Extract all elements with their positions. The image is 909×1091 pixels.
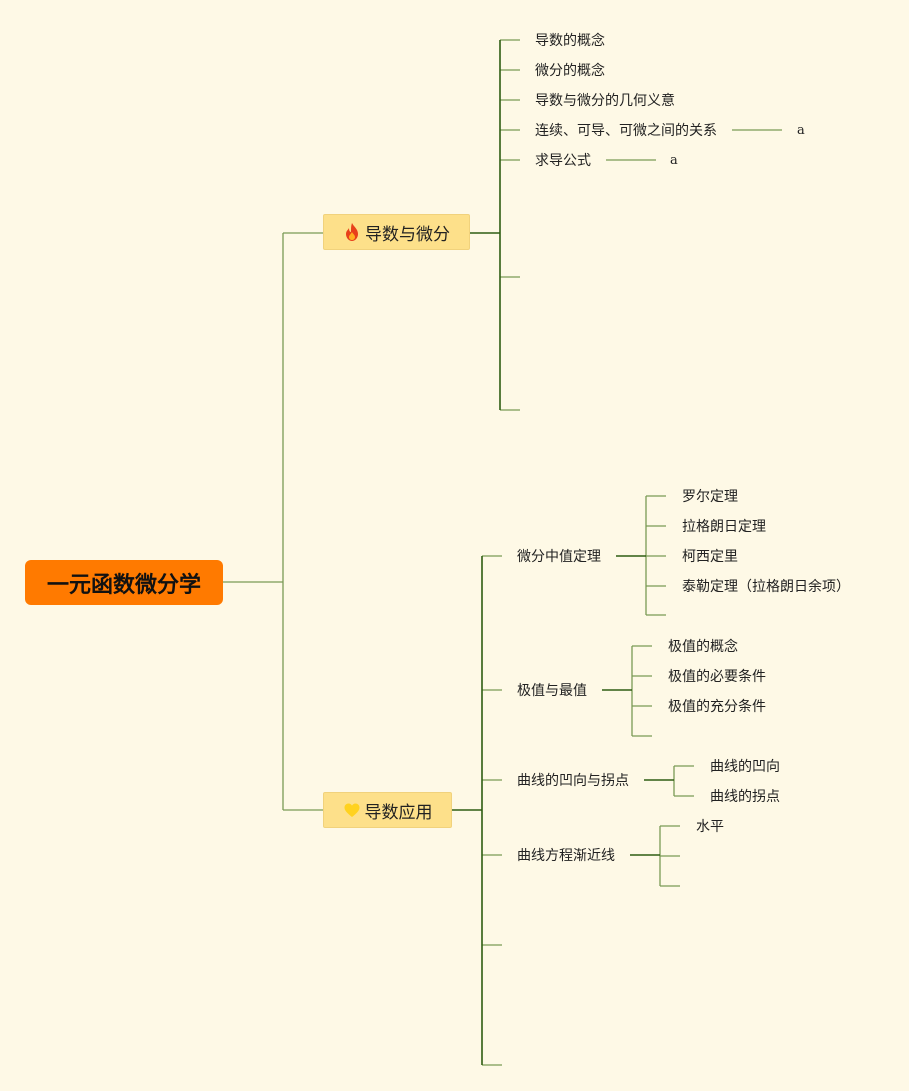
- group1-child[interactable]: 罗尔定理: [682, 489, 738, 505]
- group2-child[interactable]: 极值的充分条件: [668, 699, 766, 715]
- connector-group2: [631, 645, 652, 737]
- branch-derivative-application[interactable]: 导数应用: [323, 792, 452, 828]
- connector-branch2-ticks: [482, 555, 502, 1066]
- branch1-note[interactable]: a: [670, 153, 678, 168]
- connector-group1: [645, 495, 666, 616]
- connector-branch2-spine: [452, 556, 483, 1065]
- heart-icon: [344, 803, 359, 817]
- branch2-group-label[interactable]: 微分中值定理: [517, 549, 601, 565]
- root-node[interactable]: 一元函数微分学: [25, 560, 223, 605]
- connector-branch1-ticks: [500, 39, 520, 411]
- root-label: 一元函数微分学: [46, 572, 201, 598]
- group3-child[interactable]: 曲线的拐点: [710, 789, 780, 805]
- fire-icon: [346, 223, 358, 241]
- branch2-group-label[interactable]: 极值与最值: [517, 683, 587, 699]
- group3-child[interactable]: 曲线的凹向: [710, 759, 780, 775]
- branch1-item[interactable]: 导数与微分的几何义意: [535, 93, 675, 109]
- group2-child[interactable]: 极值的必要条件: [668, 669, 766, 685]
- branch1-label: 导数与微分: [365, 224, 450, 245]
- connector-group-links: [602, 555, 674, 856]
- group4-child[interactable]: 水平: [696, 819, 724, 835]
- branch1-item[interactable]: 连续、可导、可微之间的关系: [535, 123, 717, 139]
- branch1-item[interactable]: 微分的概念: [535, 63, 605, 79]
- group1-child[interactable]: 泰勒定理（拉格朗日余项）: [682, 579, 850, 595]
- branch-derivative-differential[interactable]: 导数与微分: [323, 214, 470, 250]
- branch2-group-label[interactable]: 曲线方程渐近线: [517, 848, 615, 864]
- branch1-item[interactable]: 导数的概念: [535, 33, 605, 49]
- group2-child[interactable]: 极值的概念: [668, 639, 738, 655]
- branch2-label: 导数应用: [364, 802, 433, 823]
- group1-child[interactable]: 柯西定里: [682, 549, 738, 565]
- branch2-group-label[interactable]: 曲线的凹向与拐点: [517, 773, 629, 789]
- connector-group3: [673, 765, 694, 797]
- group1-child[interactable]: 拉格朗日定理: [682, 519, 766, 535]
- connector-branch1-notes: [606, 129, 782, 161]
- connector-root: [223, 232, 323, 811]
- connector-branch1-spine: [470, 40, 501, 410]
- connector-group4: [659, 825, 680, 887]
- branch1-note[interactable]: a: [797, 123, 805, 138]
- branch1-item[interactable]: 求导公式: [535, 153, 591, 169]
